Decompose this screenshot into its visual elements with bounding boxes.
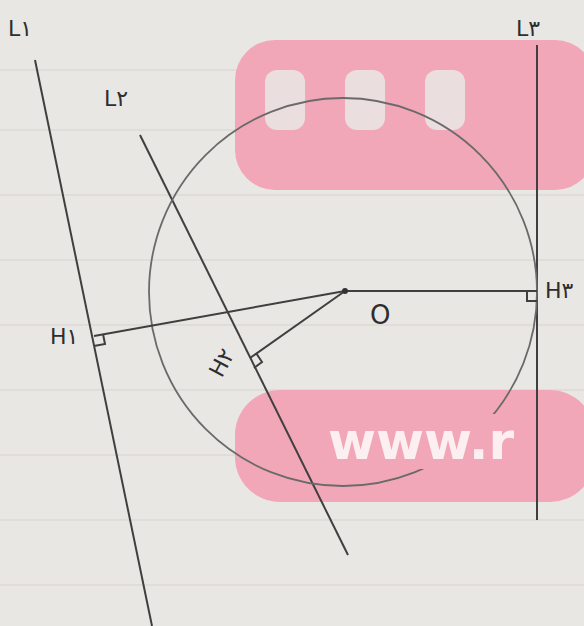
center-dot xyxy=(342,288,348,294)
watermark-text: www.r xyxy=(326,414,516,469)
center-label: O xyxy=(370,302,390,328)
line-label: L۱ xyxy=(8,18,32,40)
line-label: L۲ xyxy=(104,88,128,110)
line-label: L۳ xyxy=(516,18,540,40)
construction-lines xyxy=(35,45,537,626)
foot-label: H۲ xyxy=(206,345,239,380)
foot-label: H۳ xyxy=(545,280,573,302)
foot-label: H۱ xyxy=(50,326,78,348)
